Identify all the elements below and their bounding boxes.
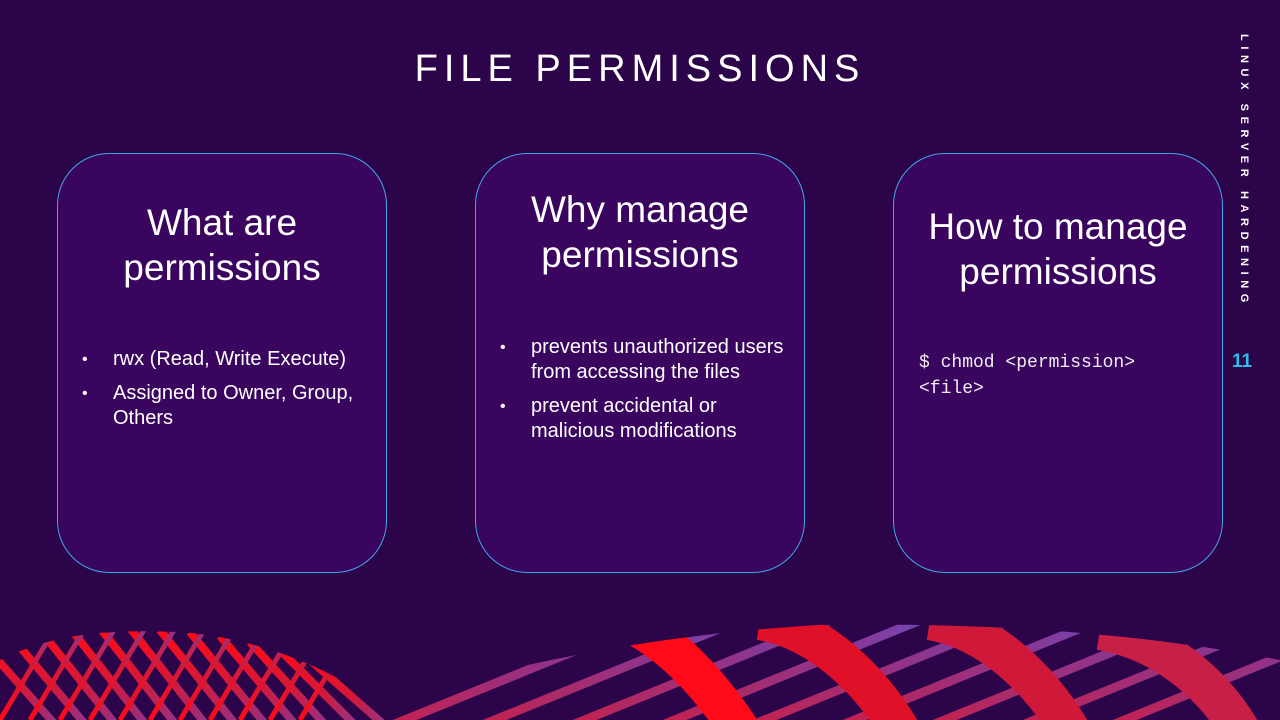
bullet-text: prevent accidental or malicious modifica… bbox=[531, 395, 737, 442]
list-item: • prevent accidental or malicious modific… bbox=[498, 394, 794, 444]
card-why-manage-permissions: Why manage permissions • prevents unautho… bbox=[475, 153, 805, 573]
bullet-text: rwx (Read, Write Execute) bbox=[113, 348, 347, 370]
card-heading: What are permissions bbox=[123, 202, 321, 288]
bullet-icon: • bbox=[82, 351, 88, 368]
list-item: • prevents unauthorized users from access… bbox=[498, 335, 794, 385]
page-number: 11 bbox=[1232, 351, 1253, 372]
bullet-icon: • bbox=[82, 385, 88, 402]
card-heading: How to manage permissions bbox=[928, 206, 1188, 292]
card-what-are-permissions: What are permissions • rwx (Read, Write E… bbox=[57, 153, 387, 573]
bullet-list: • prevents unauthorized users from access… bbox=[498, 335, 794, 453]
ribbon-decoration bbox=[0, 624, 1280, 720]
bullet-list: • rwx (Read, Write Execute) • Assigned to … bbox=[80, 347, 376, 440]
slide-title: FILE PERMISSIONS bbox=[414, 48, 866, 90]
side-label: LINUX SERVER HARDENING bbox=[1238, 34, 1250, 308]
bullet-icon: • bbox=[500, 398, 506, 415]
list-item: • rwx (Read, Write Execute) bbox=[80, 347, 376, 372]
card-how-to-manage-permissions: How to manage permissions $ chmod <permi… bbox=[893, 153, 1223, 573]
list-item: • Assigned to Owner, Group, Others bbox=[80, 381, 376, 431]
bullet-text: Assigned to Owner, Group, Others bbox=[113, 382, 354, 429]
bullet-text: prevents unauthorized users from accessi… bbox=[531, 336, 784, 383]
bullet-icon: • bbox=[500, 339, 506, 356]
card-heading: Why manage permissions bbox=[531, 189, 749, 275]
code-snippet: $ chmod <permission> <file> bbox=[919, 353, 1146, 399]
